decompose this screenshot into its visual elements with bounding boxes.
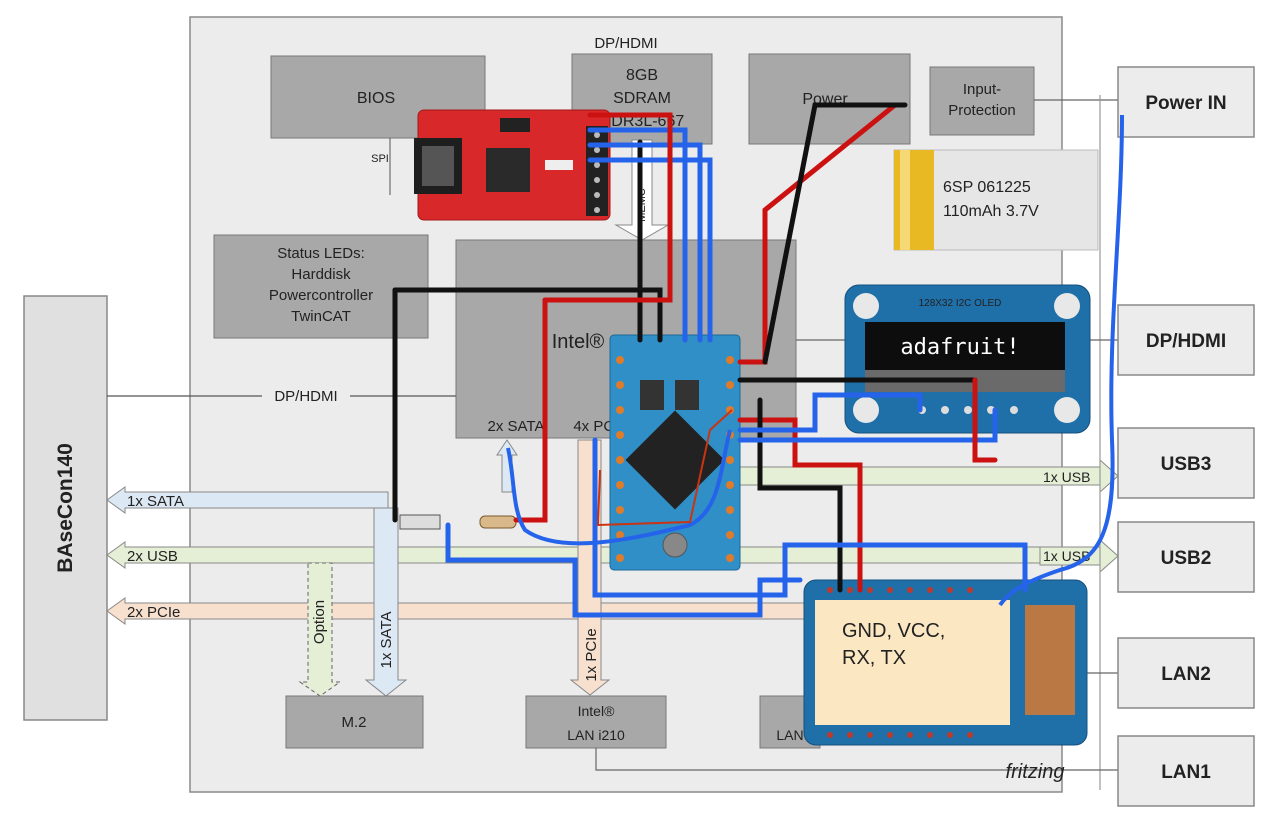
sata-arrow-label: 1x SATA [127,493,184,510]
usb2-port [1117,521,1255,593]
sdram-line-2: SDRAM [613,90,671,107]
usb3-port [1117,427,1255,499]
dp-hdmi-port-label: DP/HDMI [1146,331,1226,352]
basecon140-block [23,295,108,721]
input-protection-block [929,66,1035,136]
power-in-label: Power IN [1145,93,1226,114]
power-block [748,53,911,145]
m2-block [285,695,424,749]
usb2-right-label: 1x USB [1043,548,1090,564]
status-leds-line-1: Status LEDs: [277,245,365,262]
option-arrow [298,562,342,697]
status-leds-line-2: Harddisk [291,266,351,283]
hand-drawn-blue-line-2 [506,429,732,546]
diode [399,514,441,530]
pcie-down-label: 1x PCIe [583,628,600,681]
pcie-arrow-label: 2x PCIe [127,604,180,621]
usb2-port-label: USB2 [1161,548,1212,569]
input-protection-line-2: Protection [948,102,1016,119]
top-dp-hdmi-label: DP/HDMI [594,35,657,52]
sata-down-label: 1x SATA [378,612,395,669]
usb-arrow-label: 2x USB [127,548,178,565]
battery-line-2: 110mAh 3.7V [943,203,1039,220]
bios-label: BIOS [357,90,395,107]
cpu-sata-label: 2x SATA [488,418,545,435]
sdram-line-1: 8GB [626,67,658,84]
right-ports: Power IN DP/HDMI USB3 USB2 LAN2 LAN1 [1117,66,1255,807]
option-label: Option [311,600,328,644]
lan-chip-block [525,695,667,749]
m2-label: M.2 [341,714,366,731]
dp-hdmi-line-label: DP/HDMI [274,388,337,405]
usb3-port-label: USB3 [1161,454,1212,475]
lan2-port [1117,637,1255,709]
wifi-note-line-1: GND, VCC, [842,620,945,642]
wifi-module: GND, VCC, RX, TX [803,579,1088,746]
hand-drawn-red-line [596,409,733,527]
lan-chip-line-2: LAN i210 [567,727,625,743]
lipo-battery: 6SP 061225 110mAh 3.7V [893,149,1099,251]
sata-down-arrow [364,507,408,697]
oled-display: 128X32 I2C OLED adafruit! [844,284,1091,434]
hand-drawn-blue-line-1 [998,114,1124,607]
oled-text: adafruit! [900,335,1019,360]
basecon140-label: BAseCon140 [54,443,77,573]
battery-line-1: 6SP 061225 [943,179,1031,196]
lan1-port-label: LAN1 [1161,762,1211,783]
lan-chip-line-1: Intel® [578,703,615,719]
wifi-note-line-2: RX, TX [842,647,906,669]
input-protection-line-1: Input- [963,81,1001,98]
sata-arrow [106,486,389,514]
usb3-right-label: 1x USB [1043,469,1090,485]
wires [392,102,1028,618]
lan-other-label: LAN [776,727,803,743]
dp-hdmi-port [1117,304,1255,376]
arduino-pro-mini [609,334,741,571]
resistor [479,515,517,529]
spi-label: SPI [371,153,389,165]
cpu-label: Intel® [552,331,605,353]
ftdi-breakout [414,109,611,221]
lan2-port-label: LAN2 [1161,664,1211,685]
oled-header: 128X32 I2C OLED [919,298,1002,309]
status-leds-line-3: Powercontroller [269,287,373,304]
status-leds-line-4: TwinCAT [291,308,351,325]
lan1-port [1117,735,1255,807]
power-in-port [1117,66,1255,138]
watermark: fritzing [1006,761,1065,783]
status-leds-block [213,234,429,339]
